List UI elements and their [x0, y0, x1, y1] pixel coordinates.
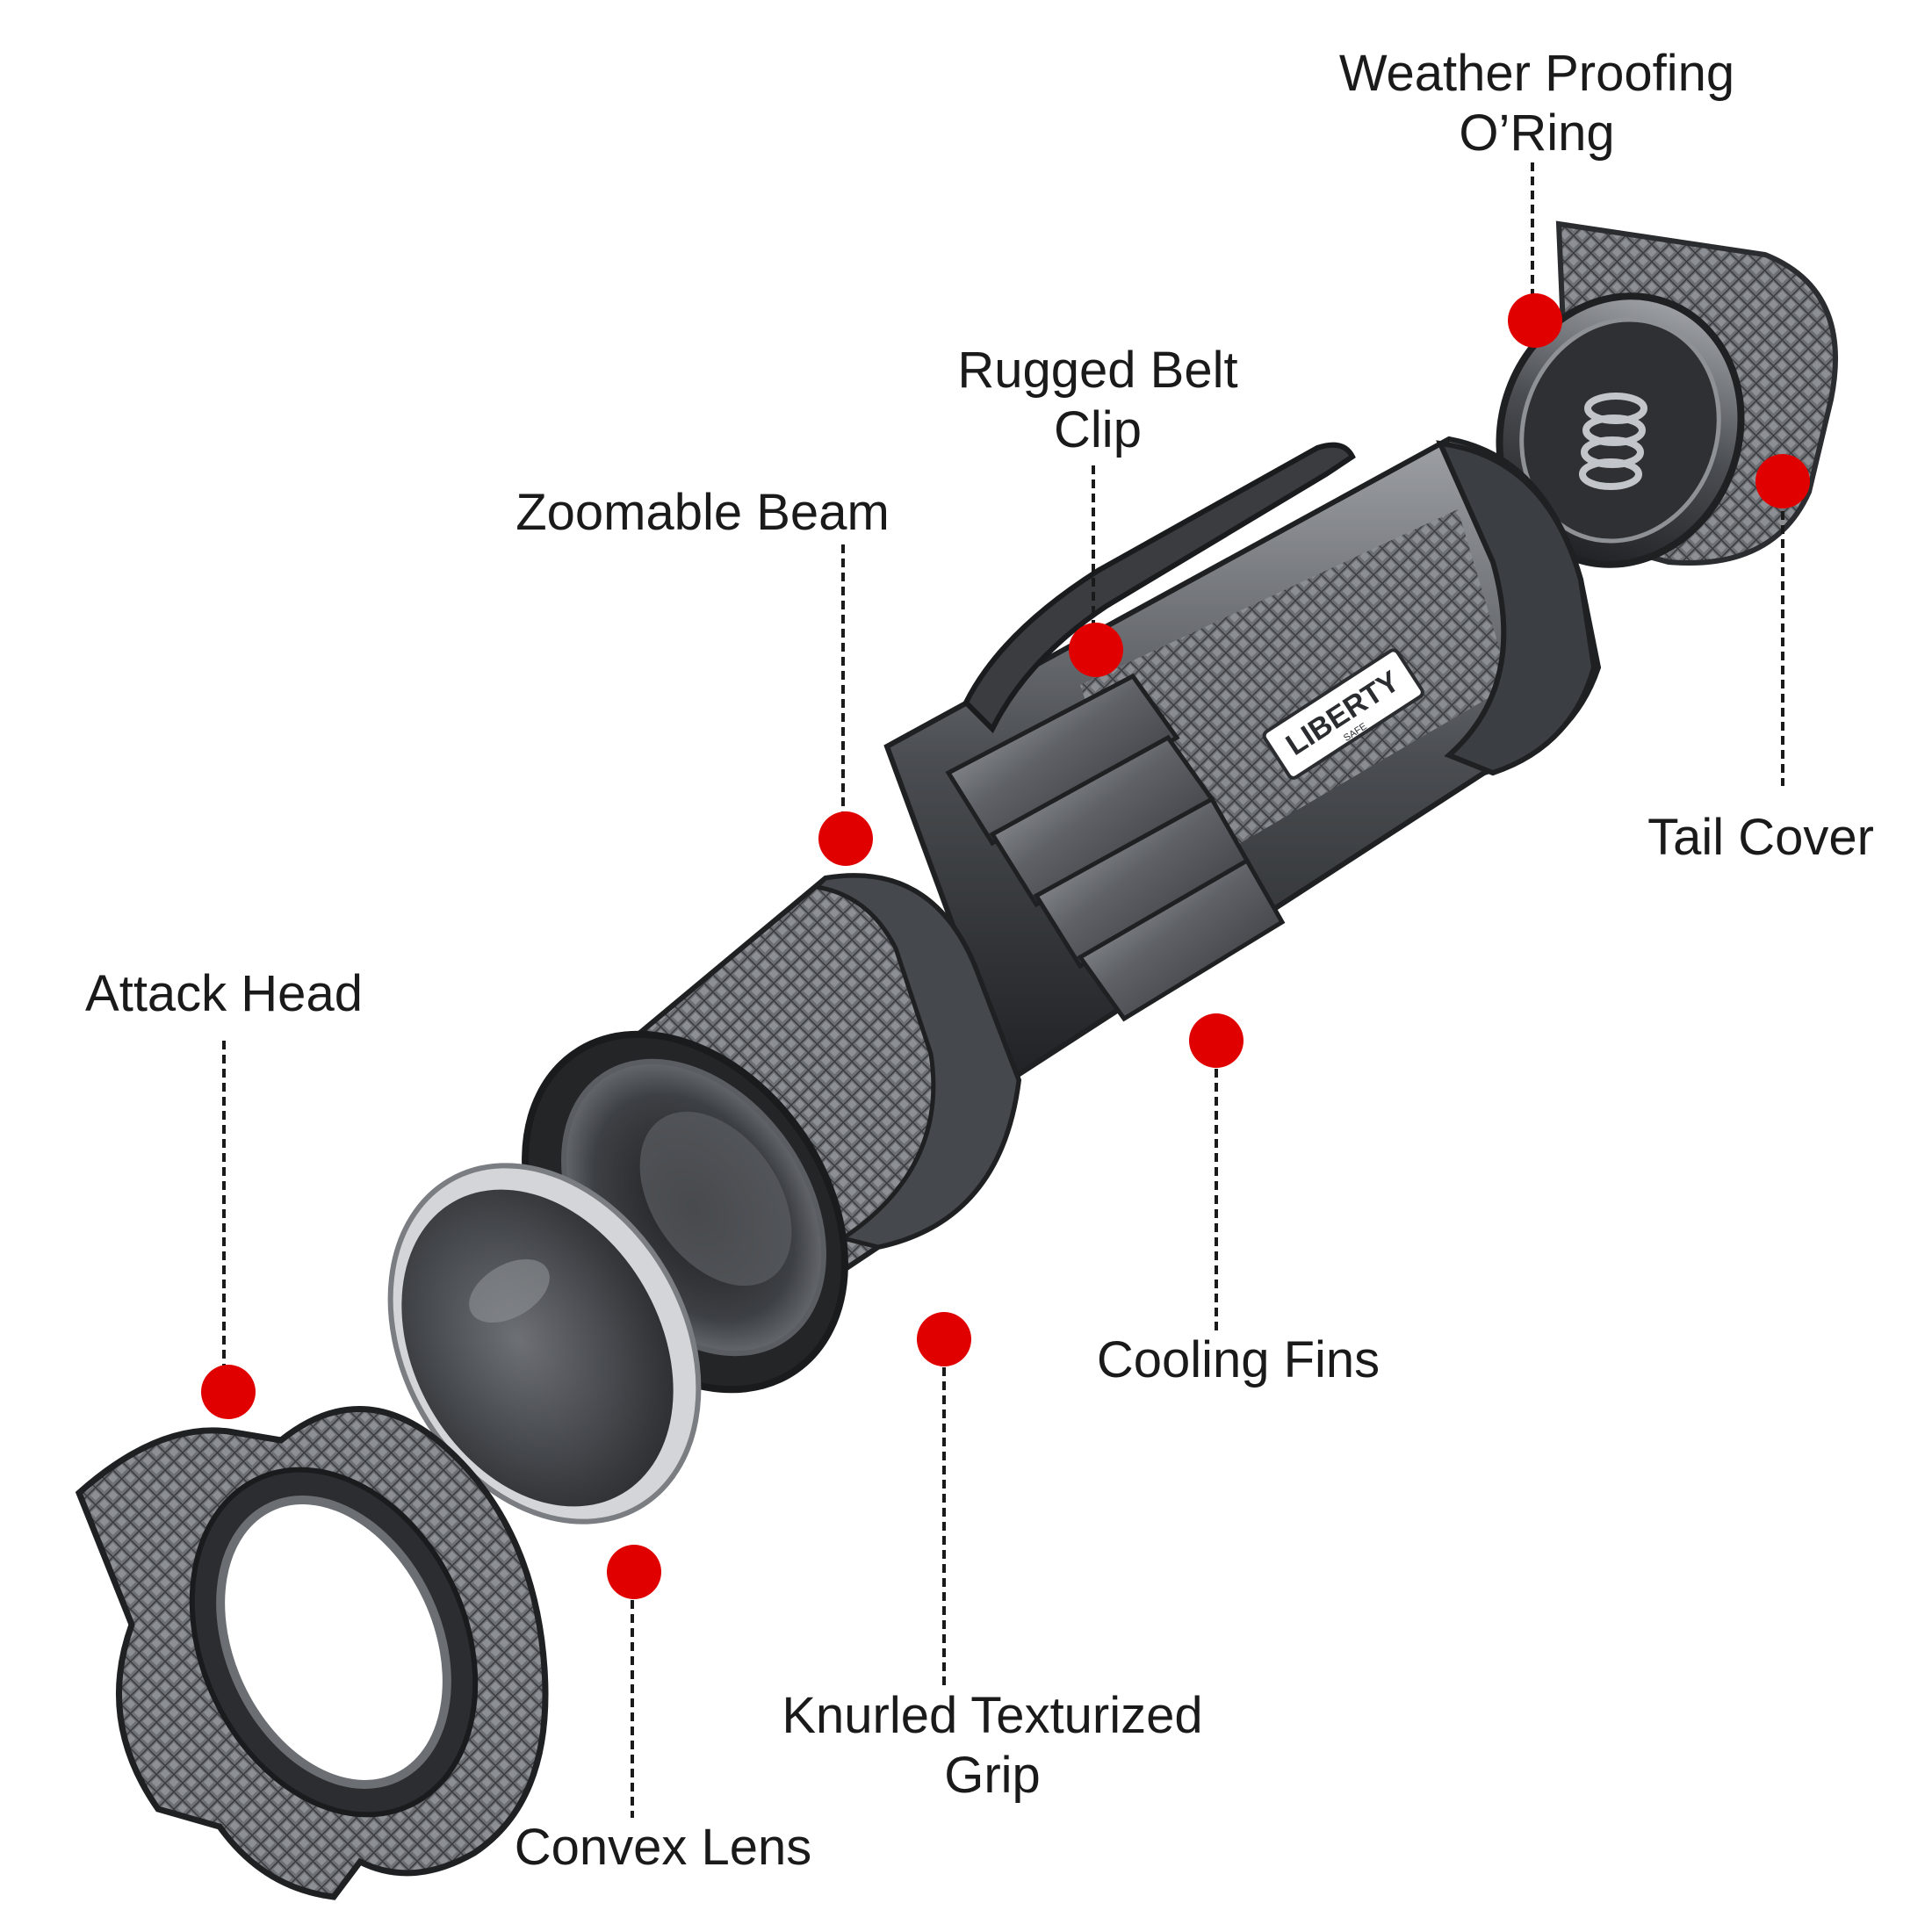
label-knurled-grip-line2: Grip [944, 1747, 1041, 1804]
label-knurled-grip: Knurled Texturized Grip [764, 1686, 1221, 1806]
label-cooling-fins: Cooling Fins [1080, 1330, 1396, 1390]
label-knurled-grip-line1: Knurled Texturized [782, 1687, 1203, 1744]
cooling-fins [945, 673, 1286, 1022]
marker-belt-clip [1069, 623, 1123, 677]
tail-cover [1496, 220, 1838, 568]
label-tail-cover: Tail Cover [1625, 808, 1897, 868]
label-attack-head: Attack Head [70, 964, 378, 1024]
label-convex-lens: Convex Lens [501, 1818, 825, 1878]
label-belt-clip: Rugged Belt Clip [935, 341, 1260, 460]
callout-markers [201, 293, 1810, 1599]
label-tail-cover-line1: Tail Cover [1647, 809, 1874, 866]
label-belt-clip-line1: Rugged Belt [957, 342, 1238, 399]
label-attack-head-line1: Attack Head [85, 965, 363, 1022]
marker-convex-lens [607, 1545, 661, 1599]
attack-head [75, 1405, 549, 1900]
marker-weather-proofing [1508, 293, 1562, 348]
spring-icon [1579, 393, 1647, 490]
marker-tail-cover [1755, 454, 1810, 508]
marker-attack-head [201, 1365, 256, 1419]
label-cooling-fins-line1: Cooling Fins [1096, 1331, 1381, 1388]
label-weather-proofing-line2: O’Ring [1459, 105, 1615, 162]
label-zoomable-beam-line1: Zoomable Beam [515, 484, 890, 541]
label-zoomable-beam: Zoomable Beam [492, 483, 913, 543]
marker-knurled-grip [917, 1312, 971, 1366]
convex-lens [387, 1163, 702, 1525]
label-convex-lens-line1: Convex Lens [514, 1819, 812, 1876]
label-weather-proofing: Weather Proofing O’Ring [1322, 44, 1752, 163]
label-weather-proofing-line1: Weather Proofing [1338, 45, 1735, 102]
label-belt-clip-line2: Clip [1054, 401, 1142, 458]
belt-clip [962, 442, 1356, 734]
marker-cooling-fins [1189, 1013, 1244, 1068]
marker-zoomable-beam [818, 811, 873, 866]
flashlight-body: LIBERTY SAFE [883, 436, 1602, 1085]
